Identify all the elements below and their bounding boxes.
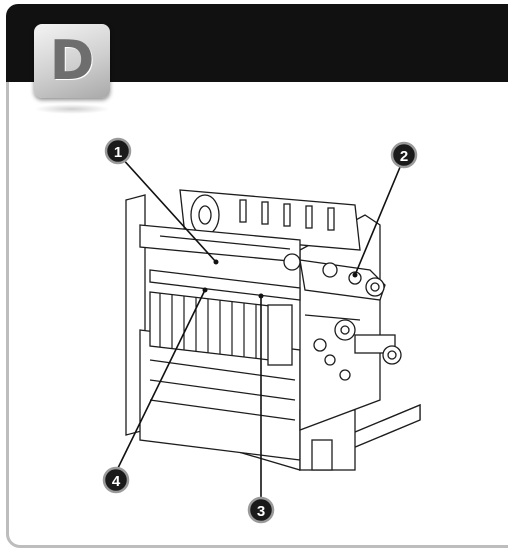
- svg-text:2: 2: [400, 148, 408, 165]
- head-release-lever: [283, 253, 386, 301]
- step-badge-letter: D: [49, 29, 95, 92]
- callout-3: 3: [247, 496, 275, 524]
- leader-2: [354, 159, 404, 276]
- svg-text:3: 3: [257, 503, 265, 520]
- svg-text:1: 1: [114, 144, 122, 161]
- svg-text:4: 4: [112, 473, 121, 490]
- right-mechanism: [304, 314, 402, 381]
- step-badge: D: [34, 24, 110, 98]
- leader-1: [119, 155, 217, 263]
- callout-4: 4: [102, 466, 130, 494]
- platen-bracket: [267, 304, 293, 366]
- media-guide-plate: [149, 269, 301, 301]
- callout-2: 2: [390, 141, 418, 169]
- callout-1: 1: [104, 137, 132, 165]
- badge-shadow: [34, 104, 110, 114]
- ribbon-slots: [239, 199, 335, 231]
- leader-4: [116, 289, 206, 471]
